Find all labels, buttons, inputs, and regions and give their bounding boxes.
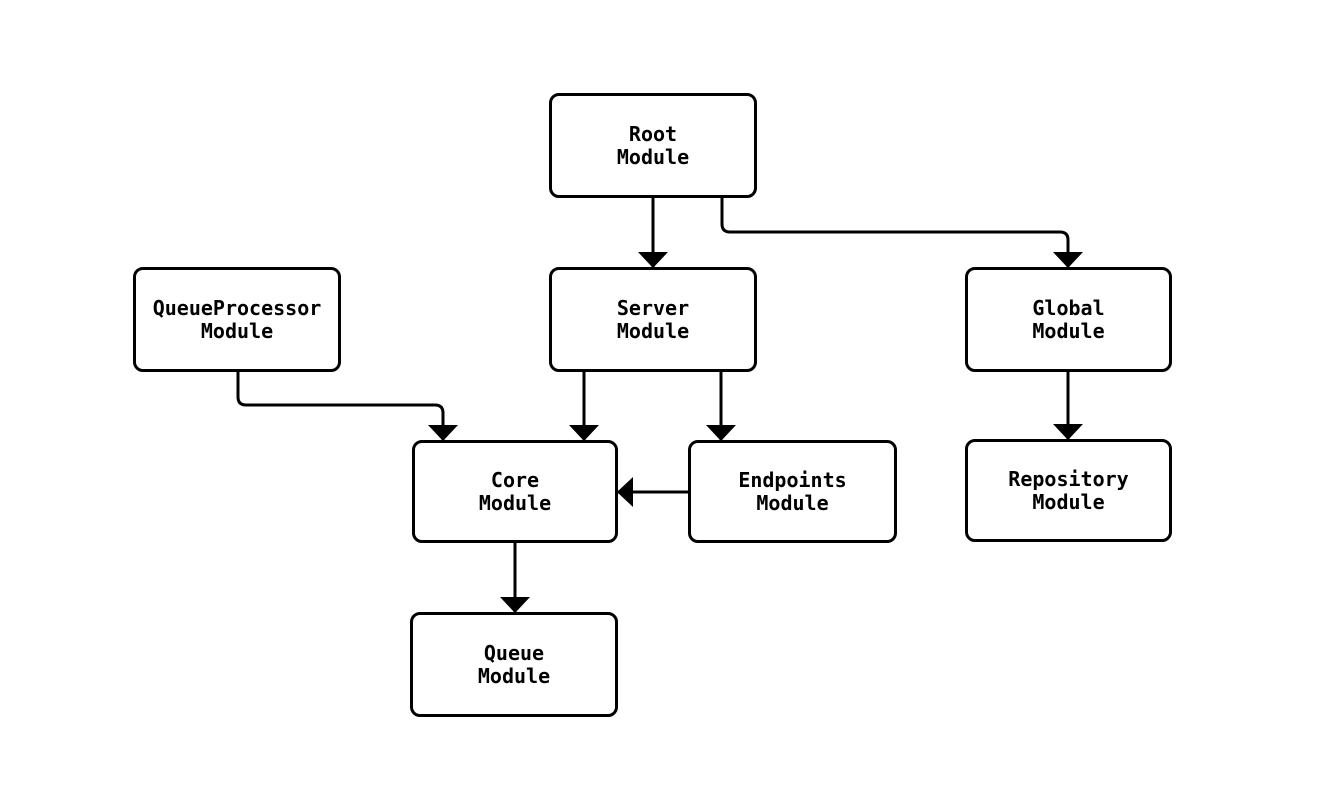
node-label-queue: Queue Module — [477, 640, 551, 688]
node-core: Core Module — [412, 440, 618, 543]
edge-root-to-global — [720, 198, 1083, 268]
node-label-server: Server Module — [616, 295, 690, 343]
node-repository: Repository Module — [965, 439, 1172, 542]
node-label-endpoints: Endpoints Module — [738, 467, 847, 515]
node-endpoints: Endpoints Module — [688, 440, 897, 543]
node-global: Global Module — [965, 267, 1172, 372]
node-label-core: Core Module — [478, 467, 552, 515]
node-server: Server Module — [549, 267, 757, 372]
node-label-queueprocessor: QueueProcessor Module — [152, 295, 322, 343]
edge-queueprocessor-to-core — [236, 372, 458, 441]
node-root: Root Module — [549, 93, 757, 198]
node-label-global: Global Module — [1032, 295, 1105, 343]
node-label-root: Root Module — [616, 121, 690, 169]
node-queue: Queue Module — [410, 612, 618, 717]
node-label-repository: Repository Module — [1008, 466, 1129, 514]
node-queueprocessor: QueueProcessor Module — [133, 267, 341, 372]
